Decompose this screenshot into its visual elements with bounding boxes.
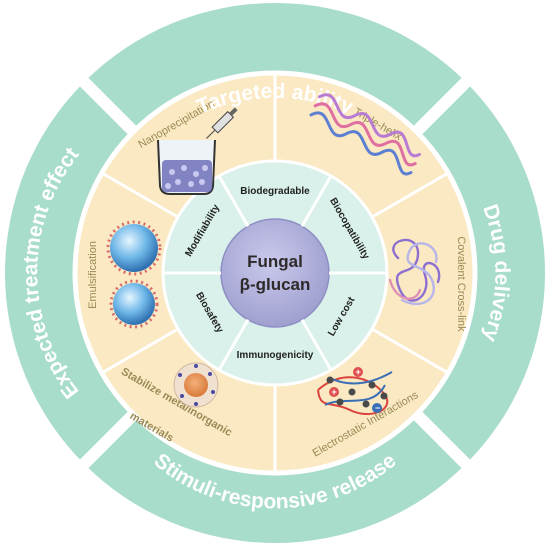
crosslink-illustration: [388, 238, 441, 306]
emulsion-droplet-bottom: [109, 279, 159, 329]
middle-ring-border: [72, 70, 478, 476]
inner-separators: [163, 175, 387, 371]
center-title-line2: β-glucan: [240, 275, 311, 294]
label-emulsification: Emulsification: [87, 241, 99, 309]
electrostatic-illustration: + + −: [317, 367, 393, 415]
center-disc: [220, 218, 330, 328]
center-title-line1: Fungal: [247, 252, 303, 271]
svg-text:−: −: [375, 403, 380, 413]
label-biodegradable: Biodegradable: [240, 186, 310, 197]
svg-text:+: +: [332, 387, 337, 397]
label-immunogenicity: Immunogenicity: [237, 350, 314, 361]
inorganic-particle-illustration: [173, 362, 219, 408]
emulsion-droplet-top: [106, 220, 162, 276]
triple-helix-illustration: [309, 93, 421, 176]
svg-text:+: +: [356, 367, 361, 377]
inner-ring-border: [161, 159, 389, 387]
outer-separators: [67, 65, 483, 481]
middle-separators: [101, 73, 449, 473]
label-covalent-crosslink: Covalent Cross-link: [455, 236, 467, 332]
beaker-syringe-illustration: [157, 107, 238, 195]
